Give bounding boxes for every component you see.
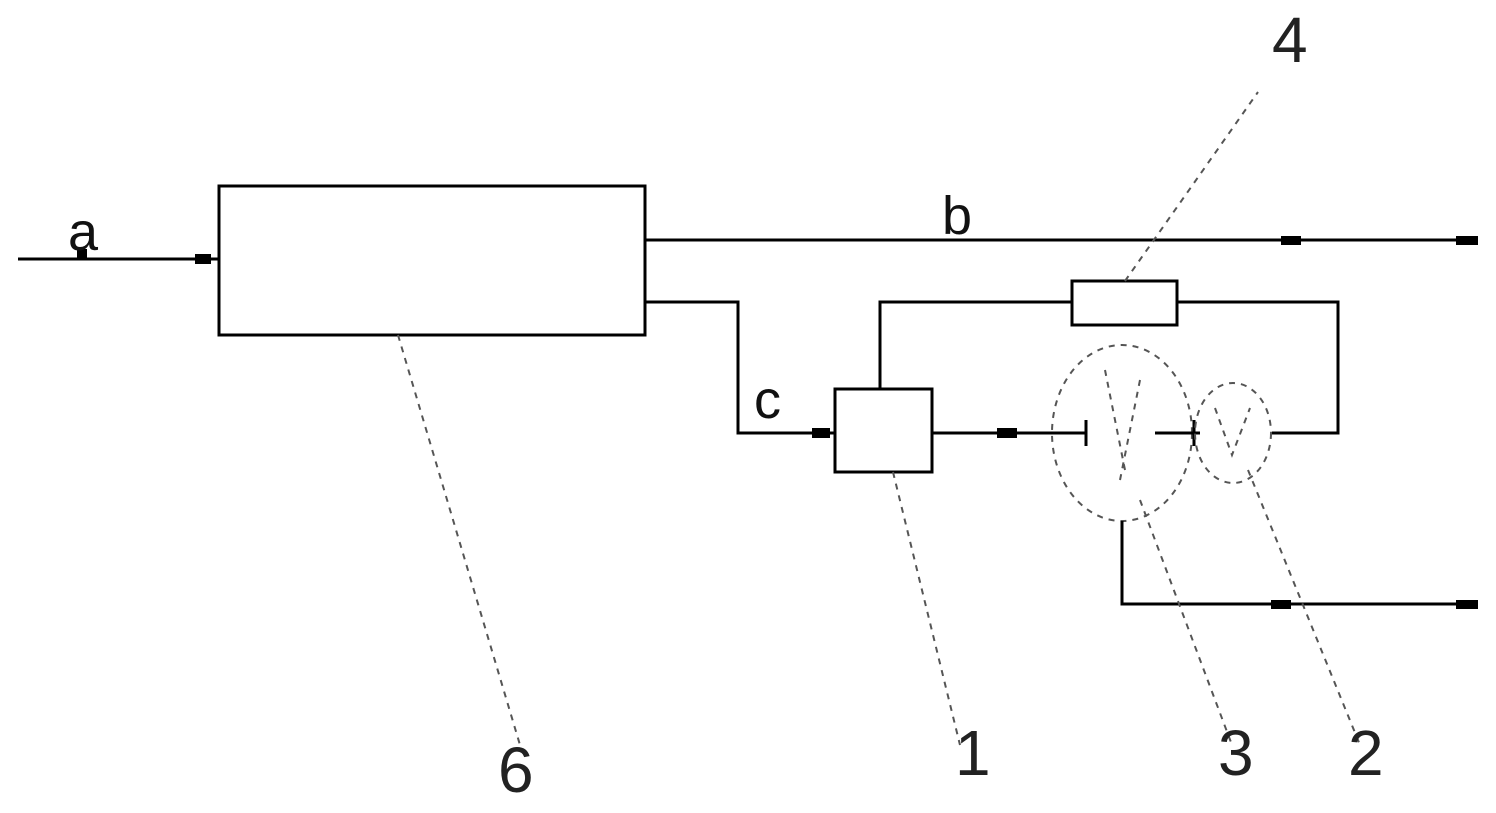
lower-branch-line (645, 300, 835, 435)
number-main-unit: 6 (498, 734, 534, 806)
small-circle-inner (1214, 407, 1251, 458)
number-small-box: 1 (955, 717, 991, 789)
leader-2 (1247, 469, 1361, 746)
bottom-outlet-arrow (1456, 600, 1478, 609)
inlet-marker (77, 249, 87, 259)
leader-4 (1124, 91, 1259, 282)
small-circle (1194, 382, 1272, 484)
bottom-outlet-marker (1271, 600, 1291, 609)
loop-line-right (1177, 300, 1340, 435)
main-unit-box (217, 184, 647, 337)
box-to-circle-arrow (997, 428, 1017, 438)
leader-6 (397, 334, 521, 746)
small-box (833, 387, 934, 474)
label-lower-branch: c (754, 370, 781, 430)
inlet-arrow (195, 254, 211, 264)
bottom-outlet-line (1120, 521, 1478, 606)
number-small-circle: 2 (1348, 717, 1384, 789)
number-large-circle: 3 (1218, 717, 1254, 789)
top-outlet-arrow (1456, 236, 1478, 245)
lower-branch-arrow (812, 428, 830, 438)
large-circle-inner (1104, 369, 1141, 481)
top-outlet-marker (1281, 236, 1301, 245)
loop-line-left (878, 300, 1072, 389)
label-top-outlet: b (942, 186, 972, 246)
top-element-box (1070, 279, 1179, 327)
number-top-element: 4 (1272, 4, 1308, 76)
label-inlet: a (68, 202, 99, 262)
leader-1 (892, 471, 961, 746)
leader-3 (1139, 499, 1233, 746)
